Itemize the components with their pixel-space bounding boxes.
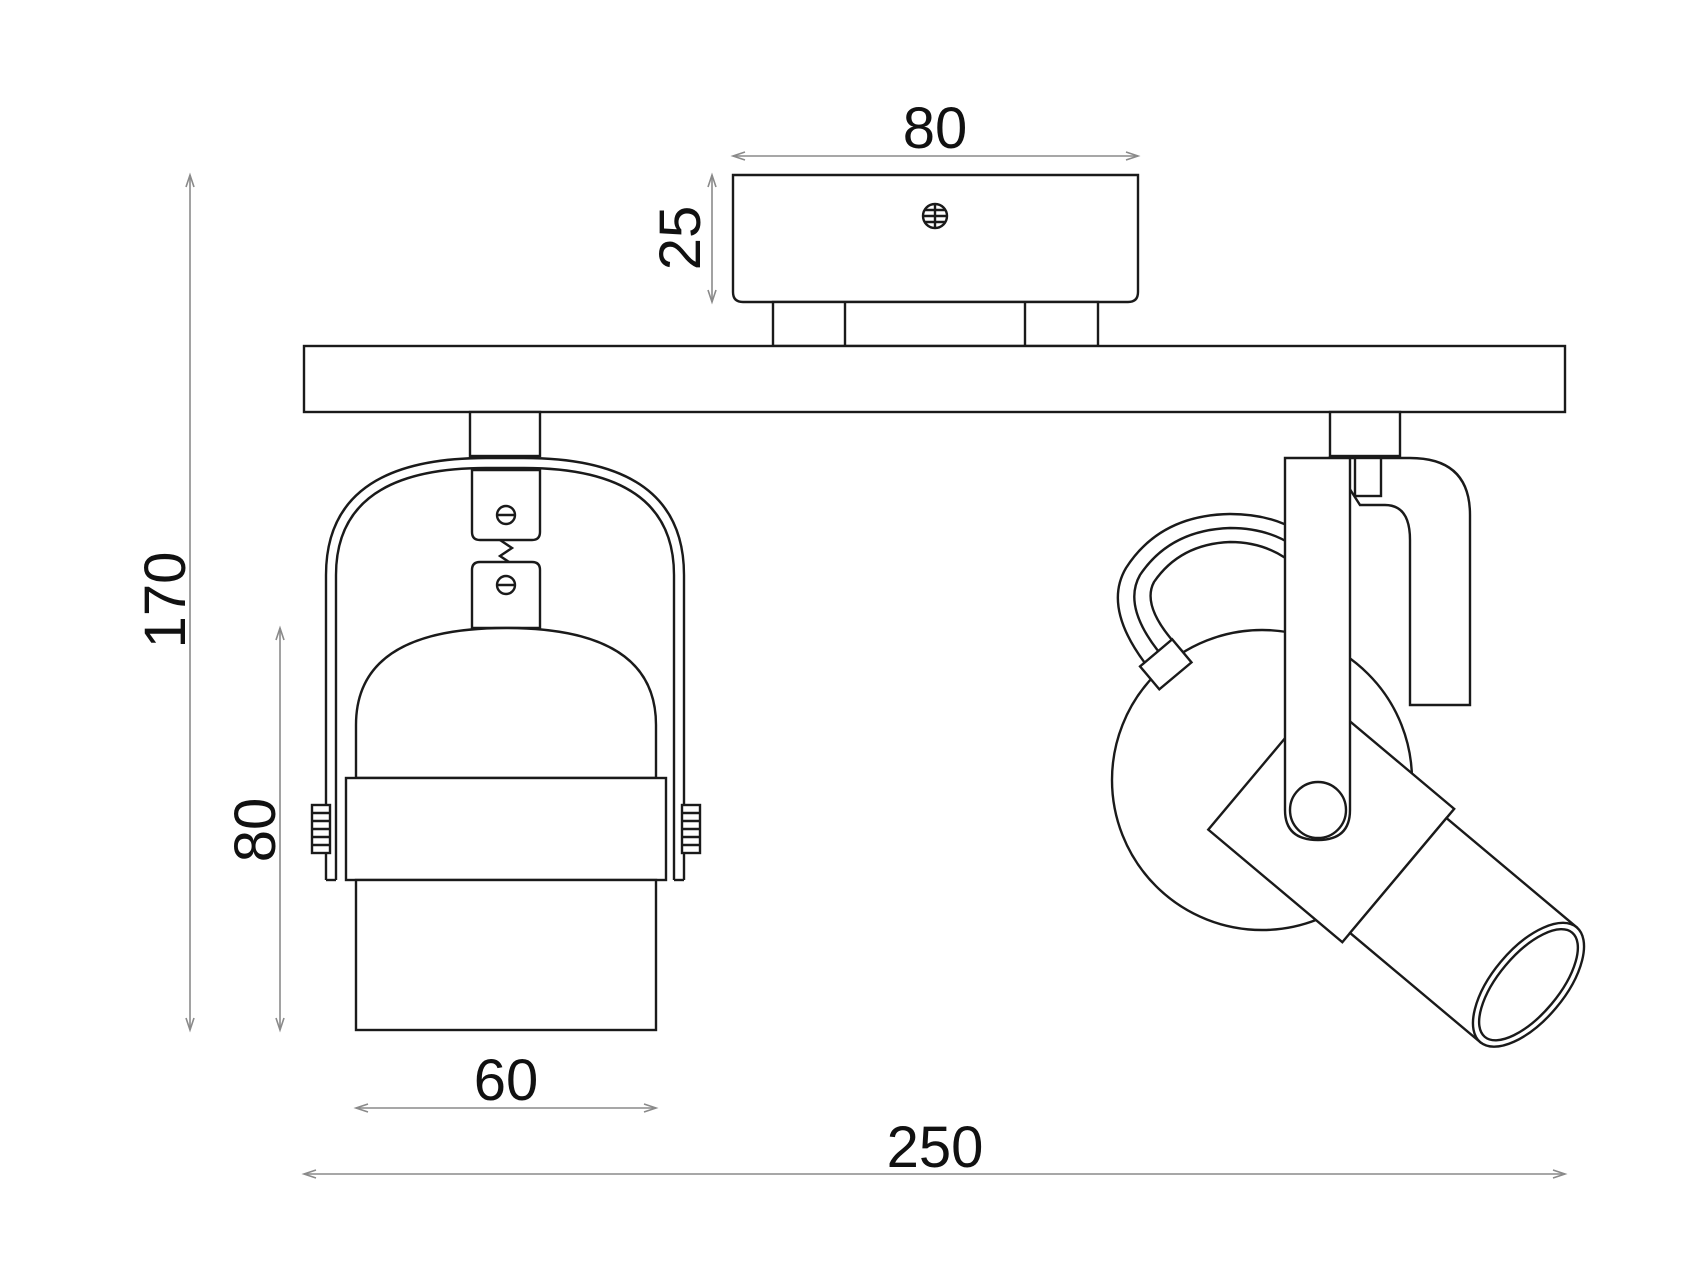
left-spotlight bbox=[310, 410, 702, 1032]
base-screw-icon bbox=[921, 202, 949, 230]
dim-total-height-label: 170 bbox=[133, 552, 198, 649]
dim-base-width: 80 bbox=[730, 96, 1141, 161]
dim-shade-width-label: 60 bbox=[474, 1048, 539, 1113]
dim-shade-height: 80 bbox=[223, 625, 288, 1033]
dim-shade-height-label: 80 bbox=[223, 798, 288, 863]
mounting-bar bbox=[302, 344, 1567, 414]
dim-total-width-label: 250 bbox=[887, 1115, 984, 1180]
dim-base-height-label: 25 bbox=[648, 206, 713, 271]
hinge-screw-icon bbox=[495, 574, 517, 596]
dim-base-height: 25 bbox=[648, 172, 717, 305]
right-spotlight bbox=[1110, 410, 1586, 1048]
left-knob-icon bbox=[310, 803, 332, 855]
ceiling-base bbox=[731, 173, 1140, 348]
dim-total-height: 170 bbox=[133, 172, 198, 1033]
dim-shade-width: 60 bbox=[353, 1048, 659, 1113]
right-knob-icon bbox=[680, 803, 702, 855]
dim-base-width-label: 80 bbox=[903, 96, 968, 161]
dim-total-width: 250 bbox=[301, 1115, 1568, 1180]
hinge-screw-icon bbox=[495, 504, 517, 526]
